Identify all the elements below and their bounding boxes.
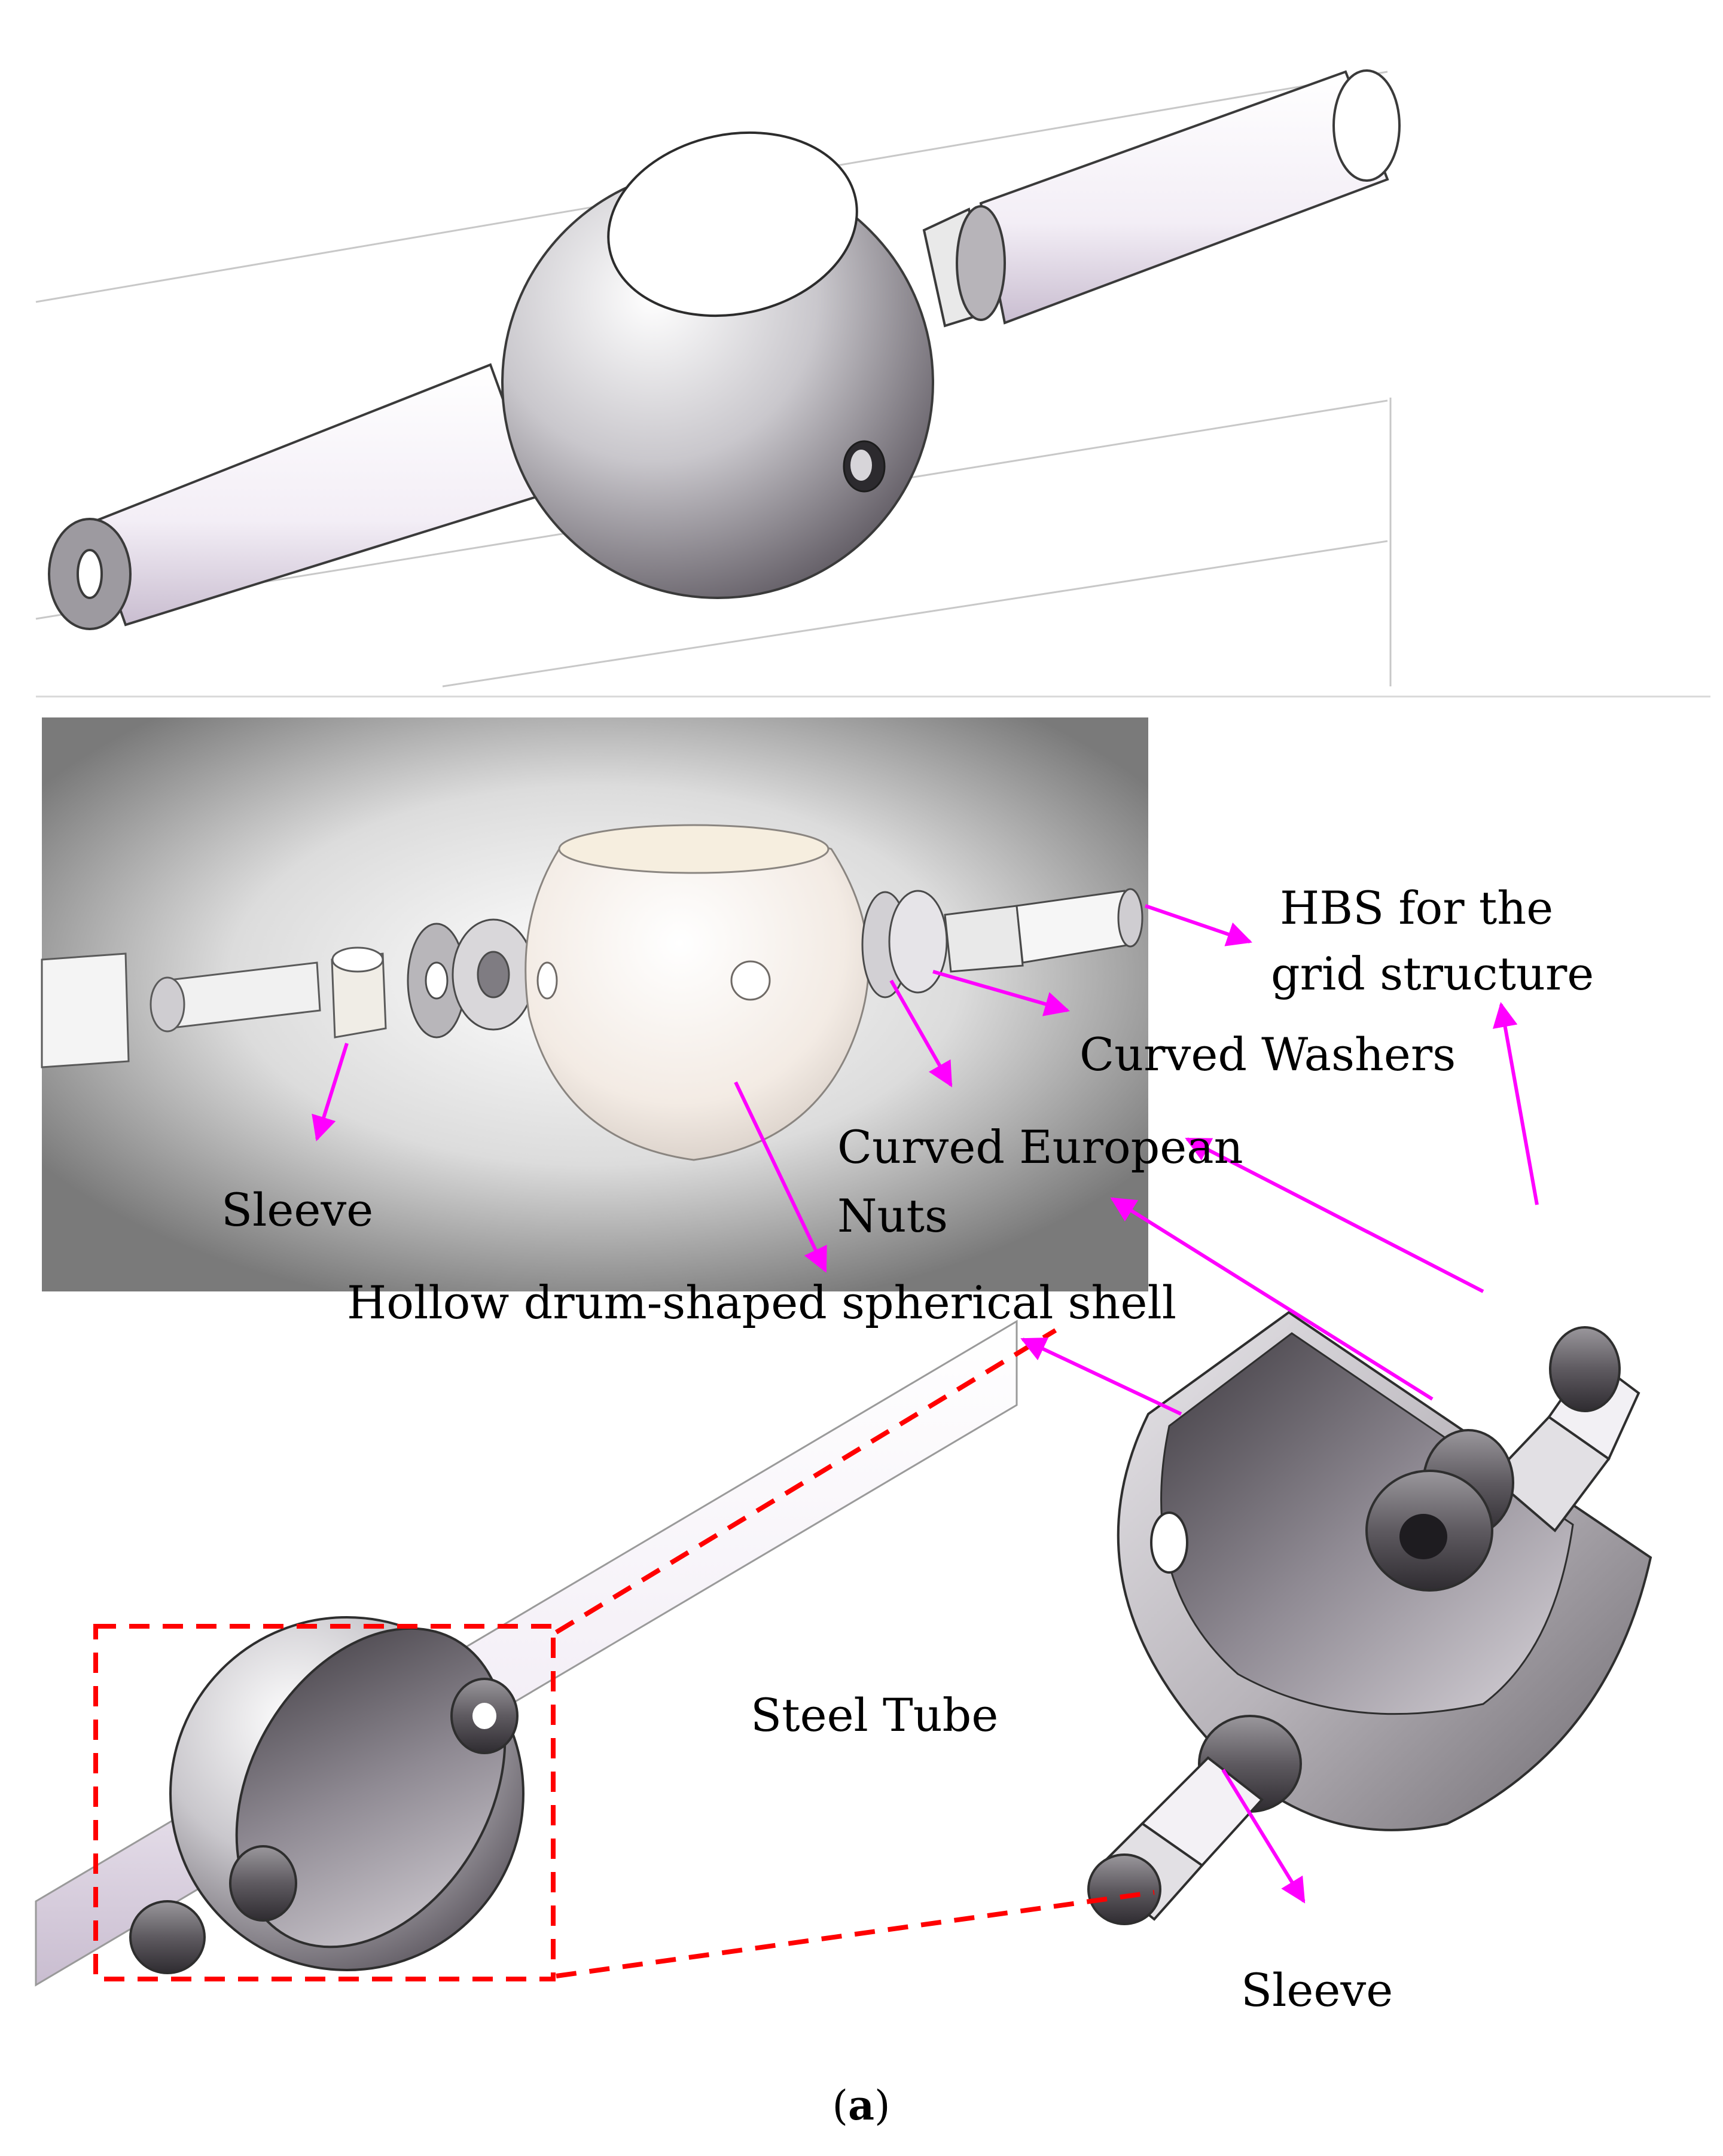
arrow-nuts-lower xyxy=(1110,1197,1434,1401)
right-sleeve xyxy=(922,205,1006,328)
label-curved-washers: Curved Washers xyxy=(1079,1028,1456,1081)
callout-rectangle xyxy=(93,1624,556,1981)
exploded-sleeve xyxy=(331,946,387,1039)
label-sleeve-bottom: Sleeve xyxy=(1241,1963,1393,2017)
left-steel-tube xyxy=(48,363,540,630)
callout-connector-bottom xyxy=(556,1890,1155,1978)
arrow-sleeve-top xyxy=(312,1043,349,1142)
arrow-shell-top xyxy=(734,1081,827,1273)
label-shell: Hollow drum-shaped spherical shell xyxy=(347,1276,1176,1329)
label-steel-tube: Steel Tube xyxy=(751,1688,998,1742)
figure-caption: (a) xyxy=(832,2082,890,2130)
section-upper-nut-stack xyxy=(1365,1326,1640,1592)
spherical-shell-assembled xyxy=(501,131,934,599)
arrow-washers-top xyxy=(932,970,1071,1016)
arrow-sleeve-bottom xyxy=(1221,1769,1306,1904)
section-shell-hole xyxy=(1150,1511,1188,1574)
shell-top-opening xyxy=(607,131,858,317)
callout-connector-top xyxy=(554,1328,1057,1635)
exploded-view xyxy=(41,717,1148,1291)
arrow-hbs xyxy=(1145,904,1252,946)
label-sleeve-top: Sleeve xyxy=(221,1183,373,1236)
exploded-spherical-shell xyxy=(524,824,870,1161)
ground-line-short xyxy=(442,540,1388,688)
assembled-joint-view xyxy=(35,69,1710,698)
callout-box xyxy=(93,1328,1155,1981)
exploded-shell-hole xyxy=(730,960,771,1001)
section-lower-nut-stack xyxy=(1087,1715,1302,1925)
right-steel-tube xyxy=(979,69,1401,325)
shell-section-view xyxy=(1087,1311,1652,1925)
label-hbs-line1: HBS for the xyxy=(1280,881,1553,935)
arrow-hbs-lower xyxy=(1492,1001,1539,1205)
part-labels: HBS for the grid structure Curved Washer… xyxy=(221,881,1594,2017)
label-curved-nuts-line2: Nuts xyxy=(837,1189,948,1242)
label-hbs-line2: grid structure xyxy=(1271,947,1594,1000)
exploded-right-parts xyxy=(861,888,1143,998)
arrow-washers-lower xyxy=(1185,1137,1484,1293)
leader-arrows xyxy=(312,904,1539,1904)
arrow-nuts-top xyxy=(889,979,953,1088)
exploded-bolt xyxy=(150,961,321,1033)
arrow-shell-lower xyxy=(1020,1337,1182,1416)
exploded-washer-nut xyxy=(407,918,535,1039)
label-curved-nuts-line1: Curved European xyxy=(837,1120,1243,1174)
tube-bore-left xyxy=(77,549,103,599)
boxed-assembly-view xyxy=(35,1320,1018,1987)
